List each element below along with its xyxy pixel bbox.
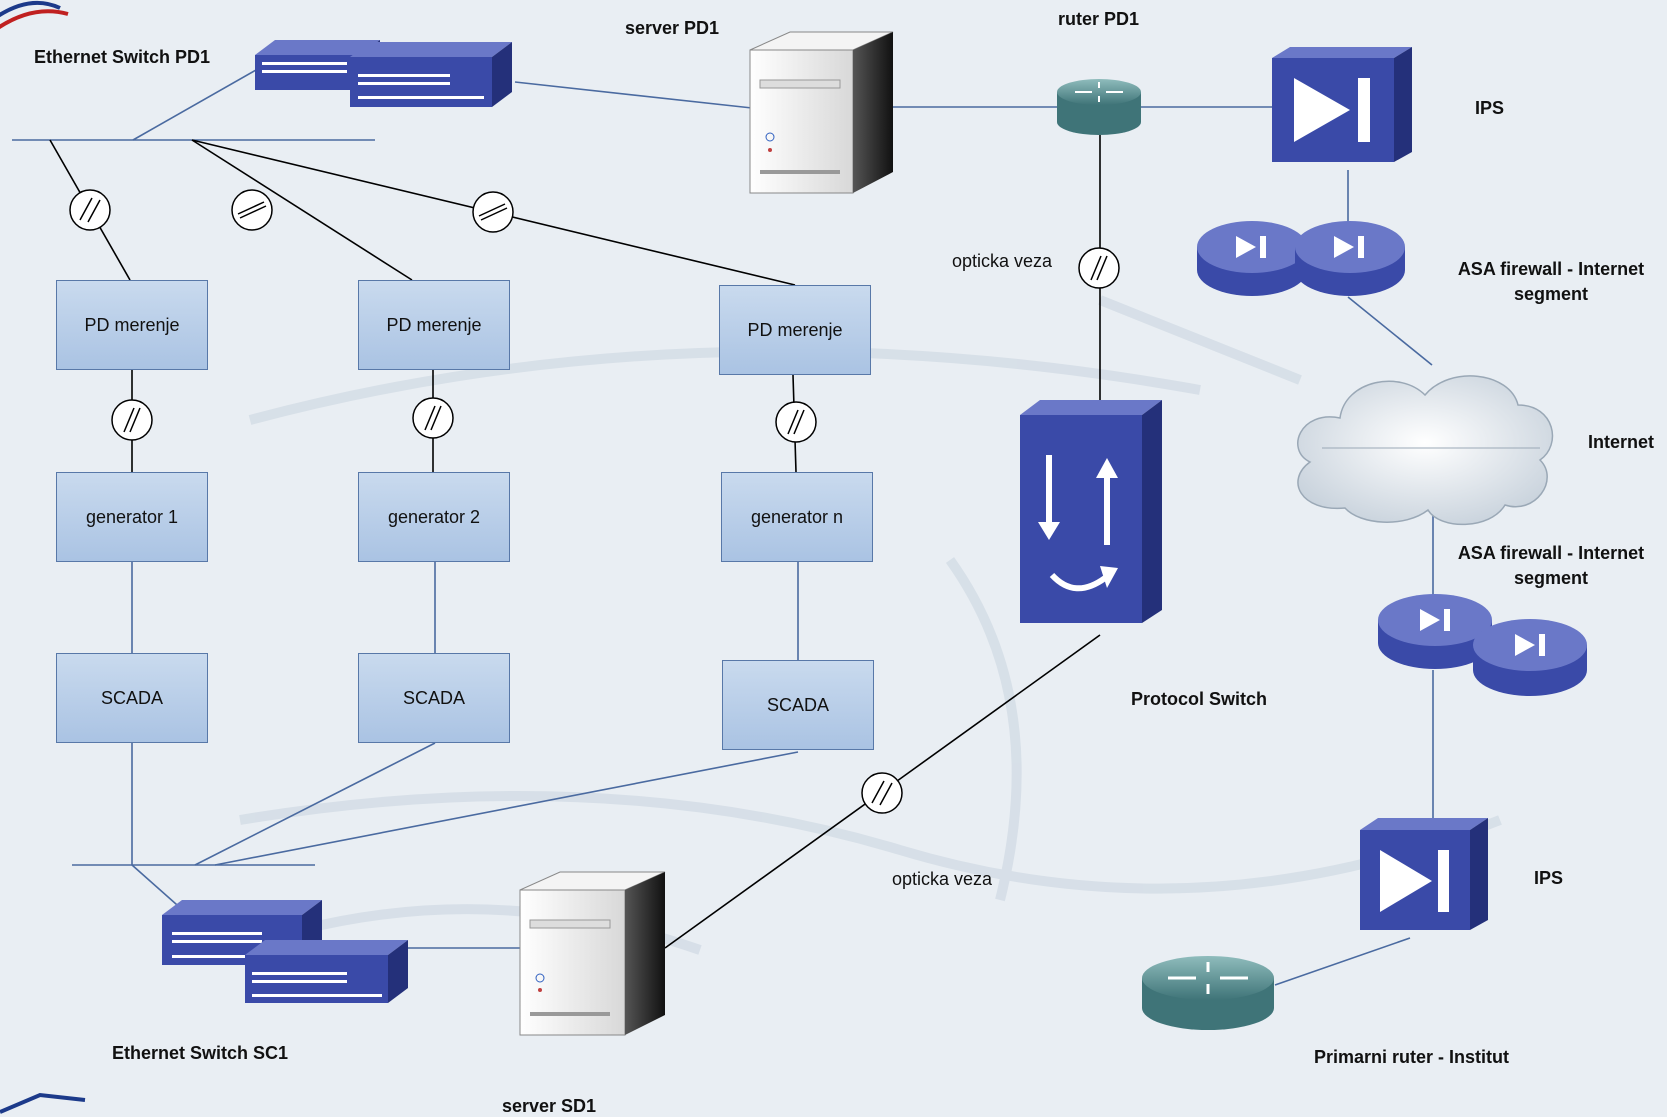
primarni-ruter-label: Primarni ruter - Institut [1314,1047,1510,1067]
background-artwork [239,295,1502,955]
asa-firewall-top-label: ASA firewall - Internet segment [1457,259,1645,304]
pd-merenje-box-2: PD merenje [358,280,510,370]
ips-bottom-label: IPS [1534,868,1564,888]
ethernet-switch-sc1-label: Ethernet Switch SC1 [112,1043,289,1063]
generator-box-2: generator 2 [358,472,510,562]
server-sd1-label: server SD1 [502,1096,597,1116]
pd-merenje-box-n: PD merenje [719,285,871,375]
router-icon [1057,79,1141,135]
router-icon [1142,956,1274,1030]
ips-top-label: IPS [1475,98,1505,118]
ethernet-switch-icon [162,900,408,1003]
optical-link-bottom-label: opticka veza [892,869,993,889]
asa-firewall-bottom-label: ASA firewall - Internet segment [1457,543,1645,588]
pd-merenje-box-1: PD merenje [56,280,208,370]
optical-link-top-label: opticka veza [952,251,1053,271]
protocol-switch-label: Protocol Switch [1131,689,1268,709]
ips-appliance-icon [1272,47,1412,162]
scada-box-2: SCADA [358,653,510,743]
server-tower-icon [749,31,894,194]
optical-link-icon [69,189,1120,814]
internet-cloud-icon [1297,375,1554,526]
logo-mark [0,0,86,1114]
asa-firewall-icon [1197,221,1405,296]
asa-firewall-icon [1378,594,1587,696]
ethernet-switch-icon [255,40,512,107]
generator-box-n: generator n [721,472,873,562]
server-tower-icon [519,871,666,1036]
server-pd1-label: server PD1 [625,18,720,38]
generator-box-1: generator 1 [56,472,208,562]
ethernet-switch-pd1-label: Ethernet Switch PD1 [34,47,211,67]
ips-appliance-icon [1360,818,1488,930]
scada-box-n: SCADA [722,660,874,750]
protocol-switch-icon [1020,400,1162,623]
scada-box-1: SCADA [56,653,208,743]
ruter-pd1-label: ruter PD1 [1058,9,1140,29]
internet-label: Internet [1588,432,1655,452]
